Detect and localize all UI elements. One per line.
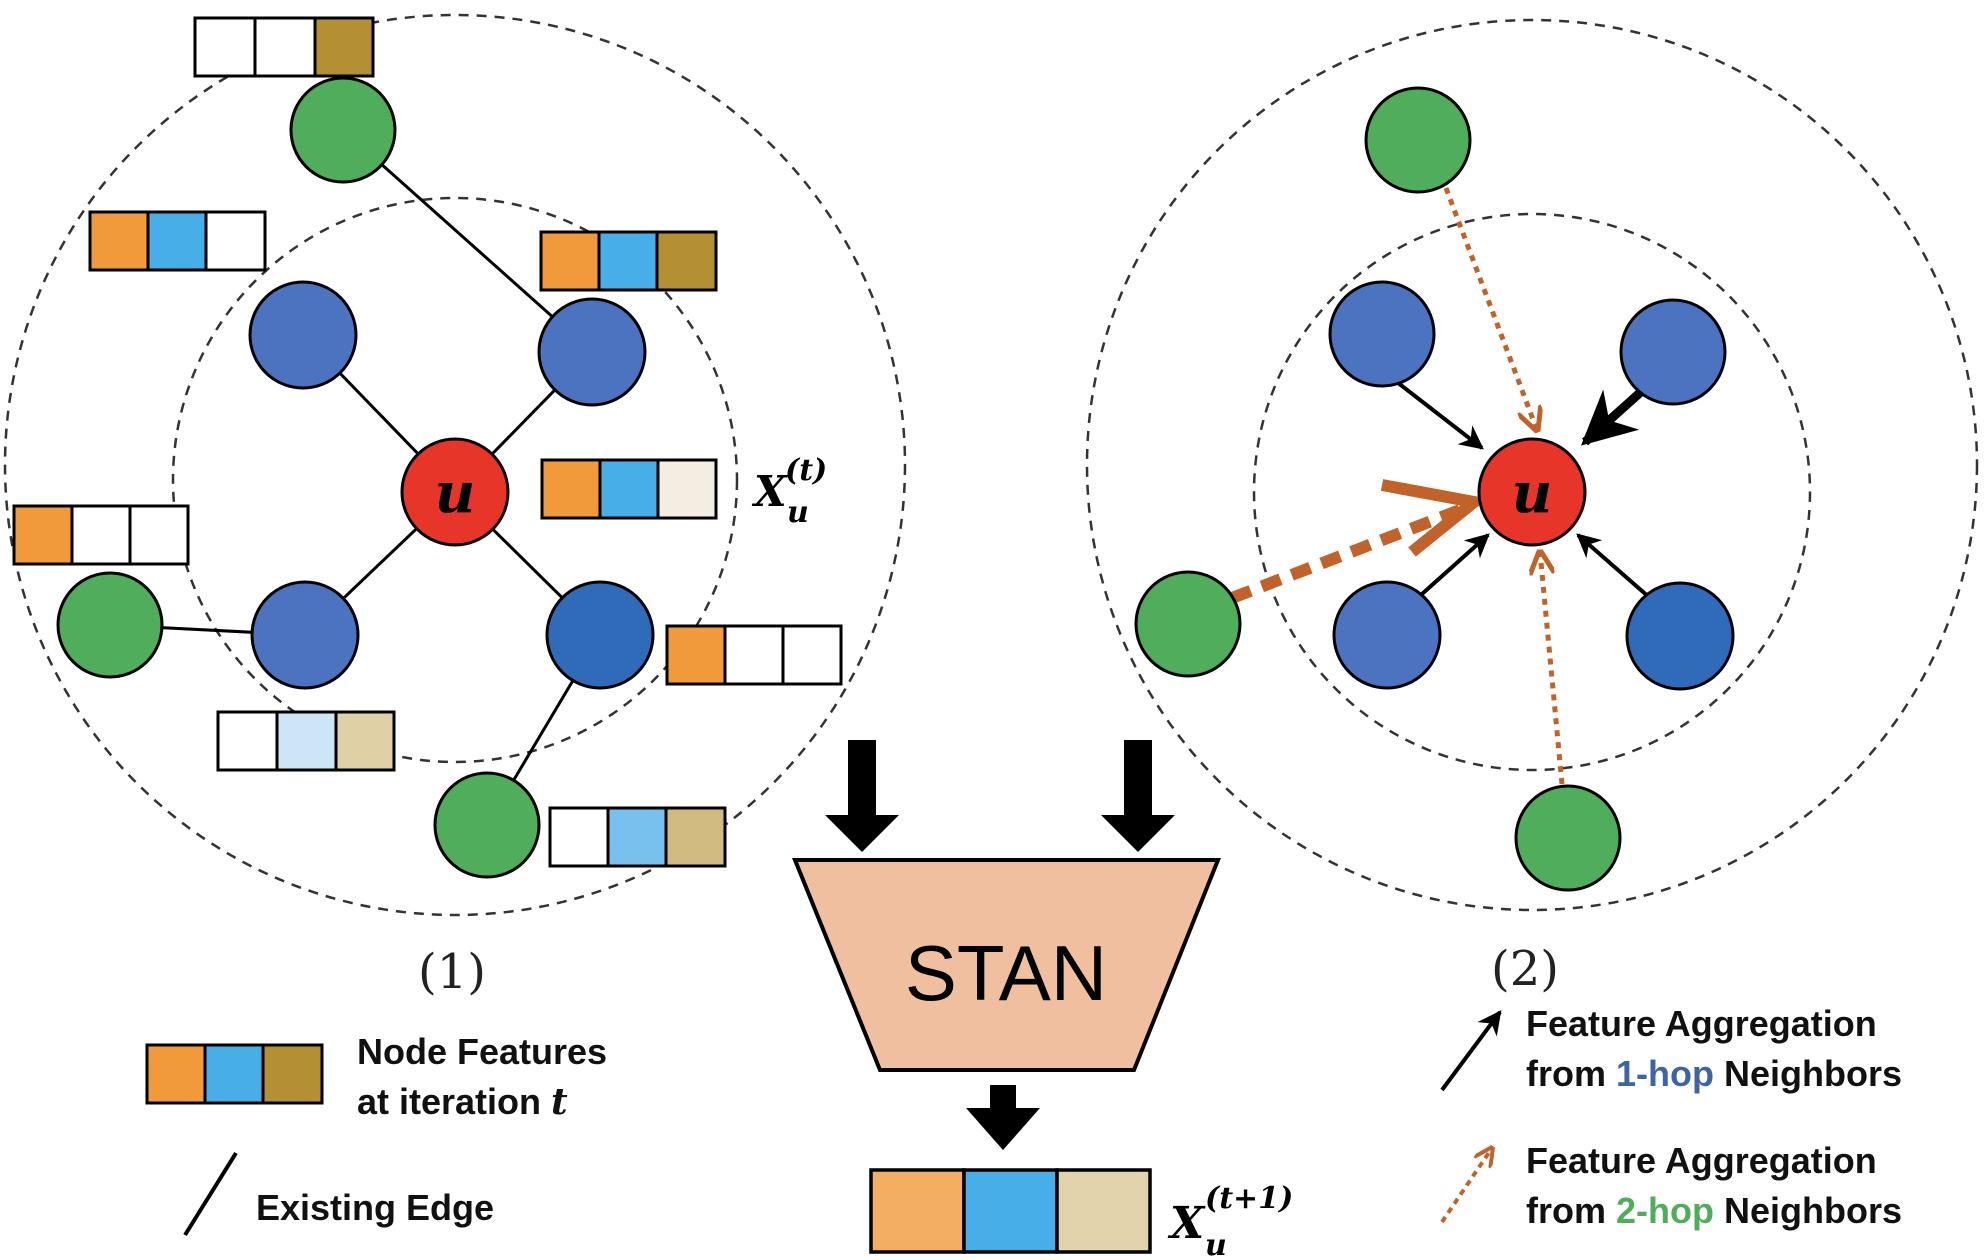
center-node-label-2: u xyxy=(1512,460,1553,526)
stan-block: STAN X u (t+1) xyxy=(792,740,1293,1260)
feature-vector-top xyxy=(193,16,375,78)
legend-node-features-line2: at iteration t xyxy=(357,1081,568,1123)
feature-vector-right-lower xyxy=(665,624,843,686)
two-hop-node-top xyxy=(289,76,397,184)
legend-agg2-from: from xyxy=(1526,1190,1616,1231)
legend-two-hop-arrow xyxy=(1440,1148,1492,1224)
one-hop-node-lower-left xyxy=(250,580,360,690)
legend-edge-line xyxy=(183,1151,238,1237)
one-hop-node-upper-right-2 xyxy=(1619,298,1727,406)
feature-vector-left-lower xyxy=(12,504,190,566)
feature-vector-left-upper xyxy=(88,210,267,272)
input-arrow-left xyxy=(825,740,899,852)
panel-1-label: (1) xyxy=(418,944,486,1000)
one-hop-node-upper-left xyxy=(248,280,358,390)
legend-one-hop-aggregation: Feature Aggregation from 1-hop Neighbors xyxy=(1440,1003,1902,1094)
feature-vector-right-upper xyxy=(539,230,718,292)
legend-agg1-line2: from 1-hop Neighbors xyxy=(1526,1053,1902,1094)
center-node xyxy=(400,437,510,547)
panel-2: u (2) xyxy=(1085,18,1979,997)
two-hop-node-left-2 xyxy=(1134,570,1242,678)
feature-label-t1-sub: u xyxy=(1205,1228,1227,1260)
legend-two-hop-aggregation: Feature Aggregation from 2-hop Neighbors xyxy=(1440,1140,1902,1231)
two-hop-node-left xyxy=(56,571,164,679)
legend-existing-edge: Existing Edge xyxy=(183,1151,494,1237)
one-hop-node-upper-right xyxy=(537,297,647,407)
legend-node-features: Node Features at iteration t xyxy=(145,1031,607,1123)
two-hop-aggregation-arrows xyxy=(1229,187,1565,785)
legend-agg2-neighbors: Neighbors xyxy=(1714,1190,1902,1231)
one-hop-node-lower-right xyxy=(545,580,655,690)
feature-vector-bottom-left xyxy=(216,710,396,772)
legend-one-hop-arrow xyxy=(1440,1010,1502,1092)
one-hop-node-lower-left-2 xyxy=(1332,580,1442,690)
stan-label: STAN xyxy=(905,929,1107,1017)
legend-existing-edge-label: Existing Edge xyxy=(256,1187,494,1228)
one-hop-boundary-ring-2 xyxy=(1252,212,1812,772)
one-hop-boundary-ring xyxy=(171,196,739,764)
legend-node-features-prefix: at iteration xyxy=(357,1081,551,1122)
center-node-2 xyxy=(1477,437,1587,547)
feature-vector-bottom-right xyxy=(548,806,727,868)
feature-label-t-base: X xyxy=(751,467,788,516)
feature-label-t1-sup: (t+1) xyxy=(1205,1181,1293,1216)
legend-agg1-line1: Feature Aggregation xyxy=(1526,1003,1877,1044)
two-hop-node-top-2 xyxy=(1364,86,1472,194)
legend-agg2-line2: from 2-hop Neighbors xyxy=(1526,1190,1902,1231)
feature-label-t-sub: u xyxy=(787,495,809,530)
legend-node-features-var: t xyxy=(551,1081,568,1123)
feature-label-t: X u (t) xyxy=(751,453,827,530)
feature-label-t1: X u (t+1) xyxy=(1167,1181,1293,1260)
legend-agg2-line1: Feature Aggregation xyxy=(1526,1140,1877,1181)
feature-label-t1-base: X xyxy=(1167,1198,1206,1249)
stan-module xyxy=(792,858,1221,1072)
legend-agg1-neighbors: Neighbors xyxy=(1714,1053,1902,1094)
panel-1: u X u (t) (1) xyxy=(3,13,907,1000)
output-arrow xyxy=(966,1085,1040,1150)
two-hop-node-bottom-2 xyxy=(1514,784,1622,892)
legend-agg1-hop: 1-hop xyxy=(1616,1053,1714,1094)
one-hop-node-upper-left-2 xyxy=(1328,280,1436,388)
legend-agg1-from: from xyxy=(1526,1053,1616,1094)
feature-label-t-sup: (t) xyxy=(785,453,827,488)
legend-agg2-hop: 2-hop xyxy=(1616,1190,1714,1231)
feature-vector-output xyxy=(869,1168,1152,1254)
two-hop-boundary-ring-2 xyxy=(1085,18,1979,912)
two-hop-boundary-ring xyxy=(3,13,907,917)
panel-2-label: (2) xyxy=(1491,941,1559,997)
legend-node-features-line1: Node Features xyxy=(357,1031,607,1072)
two-hop-node-bottom xyxy=(433,771,541,879)
one-hop-node-lower-right-2 xyxy=(1625,581,1735,691)
feature-vector-center xyxy=(540,458,718,520)
center-node-label: u xyxy=(435,460,476,526)
input-arrow-right xyxy=(1101,740,1175,852)
